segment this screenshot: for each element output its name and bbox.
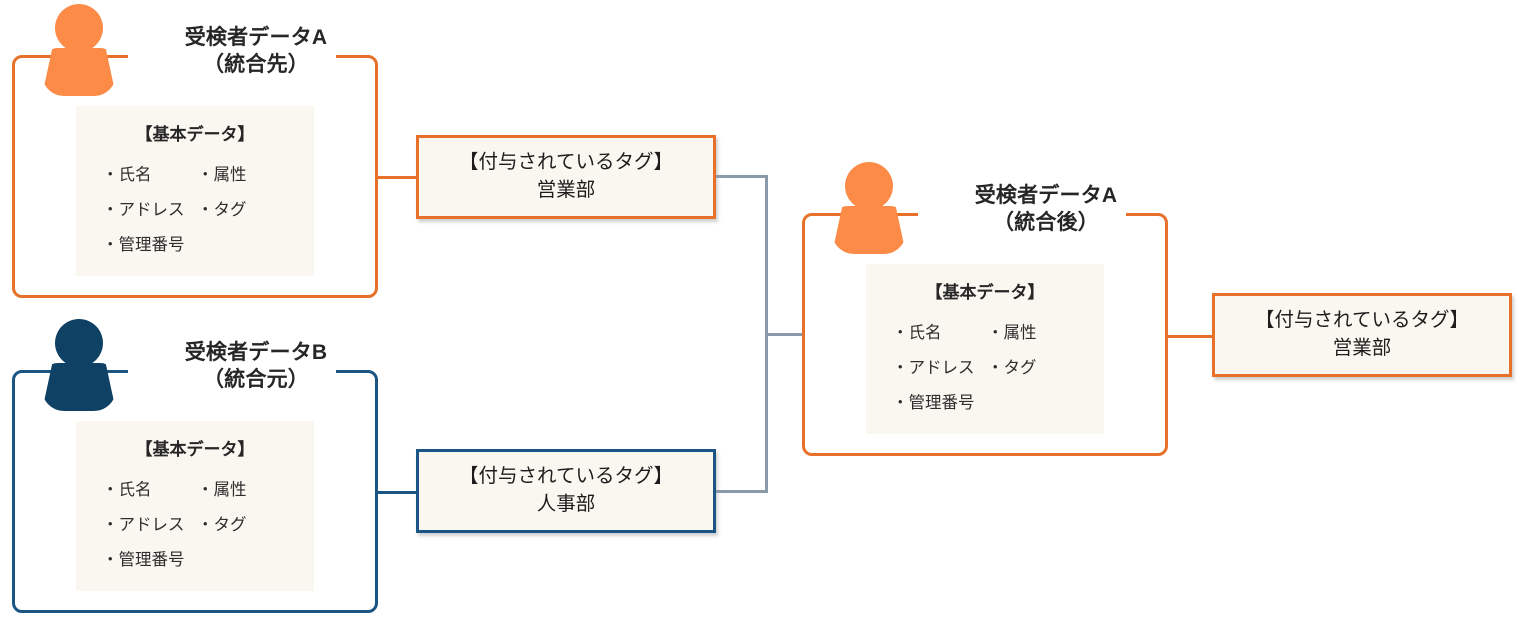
person-head xyxy=(845,162,893,210)
person-body xyxy=(42,48,116,96)
data-panel-items: ・氏名 ・属性 ・アドレス ・タグ ・管理番号 xyxy=(866,319,1104,413)
data-panel-heading: 【基本データ】 xyxy=(925,283,1045,302)
connector-merge-bottom-arm xyxy=(716,490,768,493)
connector-merged-to-tag-merged xyxy=(1168,335,1214,338)
card-source-a-title-notch xyxy=(128,48,336,62)
tag-box-b-value: 人事部 xyxy=(536,493,596,515)
data-item: ・氏名 xyxy=(102,166,152,184)
tag-box-b-label: 【付与されているタグ】 xyxy=(459,465,673,488)
data-panel-heading: 【基本データ】 xyxy=(135,125,255,144)
person-head xyxy=(55,319,103,367)
data-item xyxy=(197,231,292,255)
data-item: ・氏名 xyxy=(102,481,152,499)
data-panel-merged-a: 【基本データ】 ・氏名 ・属性 ・アドレス ・タグ ・管理番号 xyxy=(866,264,1104,434)
data-item: ・管理番号 xyxy=(102,236,185,254)
data-panel-heading: 【基本データ】 xyxy=(135,440,255,459)
data-item xyxy=(987,389,1082,413)
tag-box-a: 【付与されているタグ】 営業部 xyxy=(416,135,716,219)
data-item: ・属性 xyxy=(197,481,247,499)
person-icon-source-b xyxy=(42,319,116,411)
data-panel-source-a: 【基本データ】 ・氏名 ・属性 ・アドレス ・タグ ・管理番号 xyxy=(76,106,314,276)
card-merged-a-title-notch xyxy=(918,206,1126,220)
data-item: ・氏名 xyxy=(892,324,942,342)
data-panel-items: ・氏名 ・属性 ・アドレス ・タグ ・管理番号 xyxy=(76,476,314,570)
tag-box-merged-value: 営業部 xyxy=(1332,337,1392,359)
data-item: ・タグ xyxy=(197,516,247,534)
tag-box-b: 【付与されているタグ】 人事部 xyxy=(416,449,716,533)
person-icon-merged-a xyxy=(832,162,906,254)
data-item xyxy=(197,546,292,570)
person-icon-source-a xyxy=(42,4,116,96)
connector-source-b-to-tag-b xyxy=(378,491,418,494)
person-body xyxy=(832,206,906,254)
data-panel-items: ・氏名 ・属性 ・アドレス ・タグ ・管理番号 xyxy=(76,161,314,255)
tag-box-merged-label: 【付与されているタグ】 xyxy=(1255,309,1469,332)
data-item: ・属性 xyxy=(987,324,1037,342)
card-merged-a-title: 受検者データA （統合後） xyxy=(974,184,1118,234)
data-item: ・アドレス xyxy=(102,201,185,219)
data-panel-source-b: 【基本データ】 ・氏名 ・属性 ・アドレス ・タグ ・管理番号 xyxy=(76,421,314,591)
tag-box-a-value: 営業部 xyxy=(536,179,596,201)
person-body xyxy=(42,363,116,411)
person-head xyxy=(55,4,103,52)
data-item: ・管理番号 xyxy=(102,551,185,569)
tag-box-a-label: 【付与されているタグ】 xyxy=(459,151,673,174)
data-item: ・アドレス xyxy=(892,359,975,377)
data-item: ・タグ xyxy=(197,201,247,219)
connector-merge-top-arm xyxy=(716,175,768,178)
card-source-b-title-notch xyxy=(128,363,336,377)
data-item: ・管理番号 xyxy=(892,394,975,412)
tag-box-merged: 【付与されているタグ】 営業部 xyxy=(1212,293,1512,377)
connector-source-a-to-tag-a xyxy=(378,176,418,179)
data-item: ・属性 xyxy=(197,166,247,184)
data-item: ・タグ xyxy=(987,359,1037,377)
connector-merge-to-merged-card xyxy=(765,333,805,336)
card-source-a-title: 受検者データA （統合先） xyxy=(184,26,328,76)
card-source-b-title: 受検者データB （統合元） xyxy=(184,341,328,391)
data-item: ・アドレス xyxy=(102,516,185,534)
